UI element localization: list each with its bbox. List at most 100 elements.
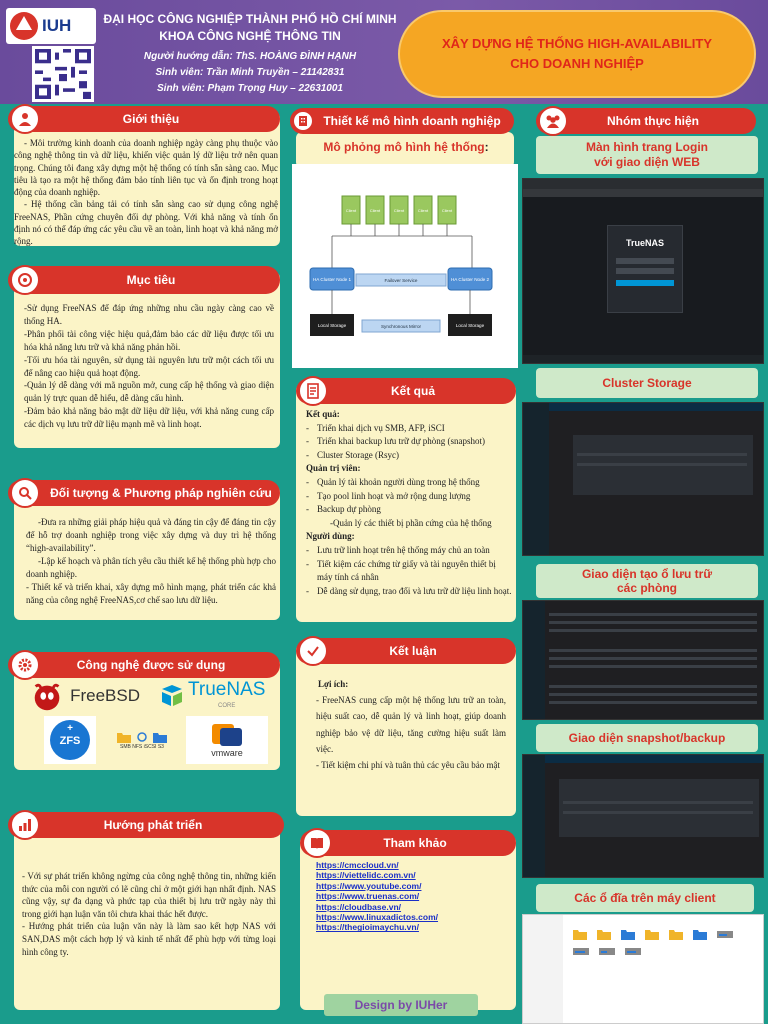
login-caption: Màn hình trang Login với giao diện WEB — [536, 136, 758, 174]
team-icon — [538, 106, 568, 136]
conclusion-header: Kết luận — [296, 636, 516, 666]
results-g2-title: Quản trị viên: — [306, 463, 361, 474]
design-header: Thiết kế mô hình doanh nghiệp — [290, 108, 514, 134]
ref-link[interactable]: https://cloudbase.vn/ — [316, 901, 402, 912]
rooms-caption-line-1: Giao diện tạo ổ lưu trữ — [581, 567, 713, 581]
intro-body: - Môi trường kinh doanh của doanh nghiệp… — [14, 137, 278, 248]
truenas-sidebar — [523, 403, 549, 555]
table-row — [549, 649, 757, 652]
method-item: -Đưa ra những giải pháp hiệu quả và đáng… — [26, 517, 276, 553]
results-g1-title: Kết quả: — [306, 409, 340, 419]
folder-icon — [669, 930, 683, 940]
gear-icon — [10, 650, 40, 680]
ref-link[interactable]: https://viettelidc.com.vn/ — [316, 870, 416, 881]
conclusion-label: Lợi ích: — [318, 679, 349, 689]
freebsd-label: FreeBSD — [70, 686, 140, 705]
table-row — [549, 693, 757, 696]
folder-icon — [645, 930, 659, 940]
goal-item: -Quản lý dễ dàng với mã nguồn mở, cung c… — [24, 380, 274, 404]
local-storage-1 — [310, 314, 354, 336]
design-credit: Design by IUHer — [324, 994, 478, 1016]
local-storage-2 — [448, 314, 492, 336]
ref-link[interactable]: https://thegioimaychu.vn/ — [316, 922, 419, 933]
tech-header: Công nghệ được sử dụng — [8, 650, 280, 680]
rooms-caption: Giao diện tạo ổ lưu trữ các phòng — [536, 564, 758, 598]
conclusion-panel — [296, 644, 516, 816]
refs-panel — [300, 836, 516, 1010]
browser-addressbar — [523, 189, 763, 197]
methods-header: Đối tượng & Phương pháp nghiên cứu — [8, 478, 280, 508]
svg-text:+: + — [67, 723, 73, 734]
table-row — [577, 453, 747, 456]
conclusion-body: Lợi ích: - FreeNAS cung cấp một hệ thống… — [316, 676, 506, 773]
results-body: Kết quả: Triển khai dịch vụ SMB, AFP, iS… — [306, 408, 512, 598]
folder-icon — [573, 930, 587, 940]
sync-icon — [137, 731, 147, 742]
conclusion-p2: - Tiết kiệm chi phí và tuân thủ các yêu … — [316, 760, 500, 771]
folder-icon — [597, 930, 611, 940]
failover-service — [355, 273, 447, 287]
snapshot-screenshot — [522, 754, 764, 878]
vmware-logo: vmware — [186, 716, 268, 764]
explorer-drives — [573, 929, 753, 956]
intro-panel — [14, 112, 280, 246]
university-name: ĐẠI HỌC CÔNG NGHIỆP THÀNH PHỐ HỒ CHÍ MIN… — [103, 12, 397, 26]
goals-header: Mục tiêu — [8, 265, 280, 295]
future-body: - Với sự phát triển không ngừng của công… — [22, 870, 276, 958]
truenas-sidebar — [523, 755, 545, 877]
title-line-2: CHO DOANH NGHIỆP — [510, 56, 644, 71]
truenas-logo: TrueNAS CORE — [160, 680, 278, 712]
design-subtitle-colon: : — [484, 140, 489, 154]
pools-screenshot — [522, 600, 764, 720]
table-row — [577, 463, 747, 466]
intro-heading: Giới thiệu — [122, 112, 180, 126]
truenas-topbar — [549, 403, 763, 411]
snapshot-table — [559, 779, 759, 837]
truenas-sub: CORE — [218, 702, 236, 709]
client-label: Client — [394, 208, 405, 213]
design-heading: Thiết kế mô hình doanh nghiệp — [323, 114, 501, 128]
client-label: Client — [442, 208, 453, 213]
result-item: Triển khai backup lưu trữ dự phòng (snap… — [306, 435, 512, 449]
tech-heading: Công nghệ được sử dụng — [76, 658, 226, 672]
title-line-1: XÂY DỰNG HỆ THỐNG HIGH-AVAILABILITY — [441, 36, 713, 51]
person-icon — [10, 104, 40, 134]
conclusion-heading: Kết luận — [389, 644, 437, 658]
goal-item: -Tối ưu hóa tài nguyên, sử dụng tài nguy… — [24, 354, 274, 378]
ref-link[interactable]: https://www.youtube.com/ — [316, 880, 422, 891]
design-subtitle-panel — [296, 132, 514, 168]
goals-list: -Sử dụng FreeNAS để đáp ứng những nhu cầ… — [24, 302, 274, 431]
iscsi-label: iSCSI — [143, 743, 157, 750]
book-icon — [302, 828, 332, 858]
student-2: Sinh viên: Phạm Trọng Huy – 22631001 — [157, 83, 343, 94]
target-icon — [10, 265, 40, 295]
intro-p1: - Môi trường kinh doanh của doanh nghiệp… — [14, 138, 278, 198]
vmware-label: vmware — [211, 748, 243, 758]
taskbar — [523, 355, 763, 363]
ref-link[interactable]: https://cmccloud.vn/ — [316, 860, 399, 870]
client-label: Client — [418, 208, 429, 213]
result-item-extra: -Quản lý các thiết bị phần cứng của hệ t… — [330, 517, 492, 528]
login-button[interactable] — [616, 280, 674, 286]
username-field[interactable] — [616, 258, 674, 264]
result-item: Cluster Storage (Rsyc) — [306, 449, 512, 463]
client-nodes: Client Client Client Client Client — [341, 195, 457, 225]
team-heading: Nhóm thực hiện — [606, 114, 700, 128]
refs-header: Tham khảo — [300, 828, 516, 858]
s3-label: S3 — [157, 743, 164, 750]
folder-icon — [693, 930, 707, 940]
refs-heading: Tham khảo — [383, 836, 447, 850]
ref-link[interactable]: https://www.truenas.com/ — [316, 891, 420, 902]
goals-panel — [14, 272, 280, 448]
conclusion-p1: - FreeNAS cung cấp một hệ thống lưu trữ … — [316, 695, 506, 754]
table-row — [563, 811, 753, 814]
student-1: Sinh viên: Trần Minh Truyền – 21142831 — [155, 67, 345, 78]
future-p1: - Với sự phát triển không ngừng của công… — [22, 871, 276, 919]
explorer-screenshot — [522, 914, 764, 1024]
password-field[interactable] — [616, 268, 674, 274]
intro-header: Giới thiệu — [8, 104, 280, 134]
table-row — [549, 701, 757, 704]
growth-chart-icon — [10, 810, 40, 840]
ref-link[interactable]: https://www.linuxadictos.com/ — [316, 912, 439, 923]
folder-icon — [153, 732, 167, 743]
